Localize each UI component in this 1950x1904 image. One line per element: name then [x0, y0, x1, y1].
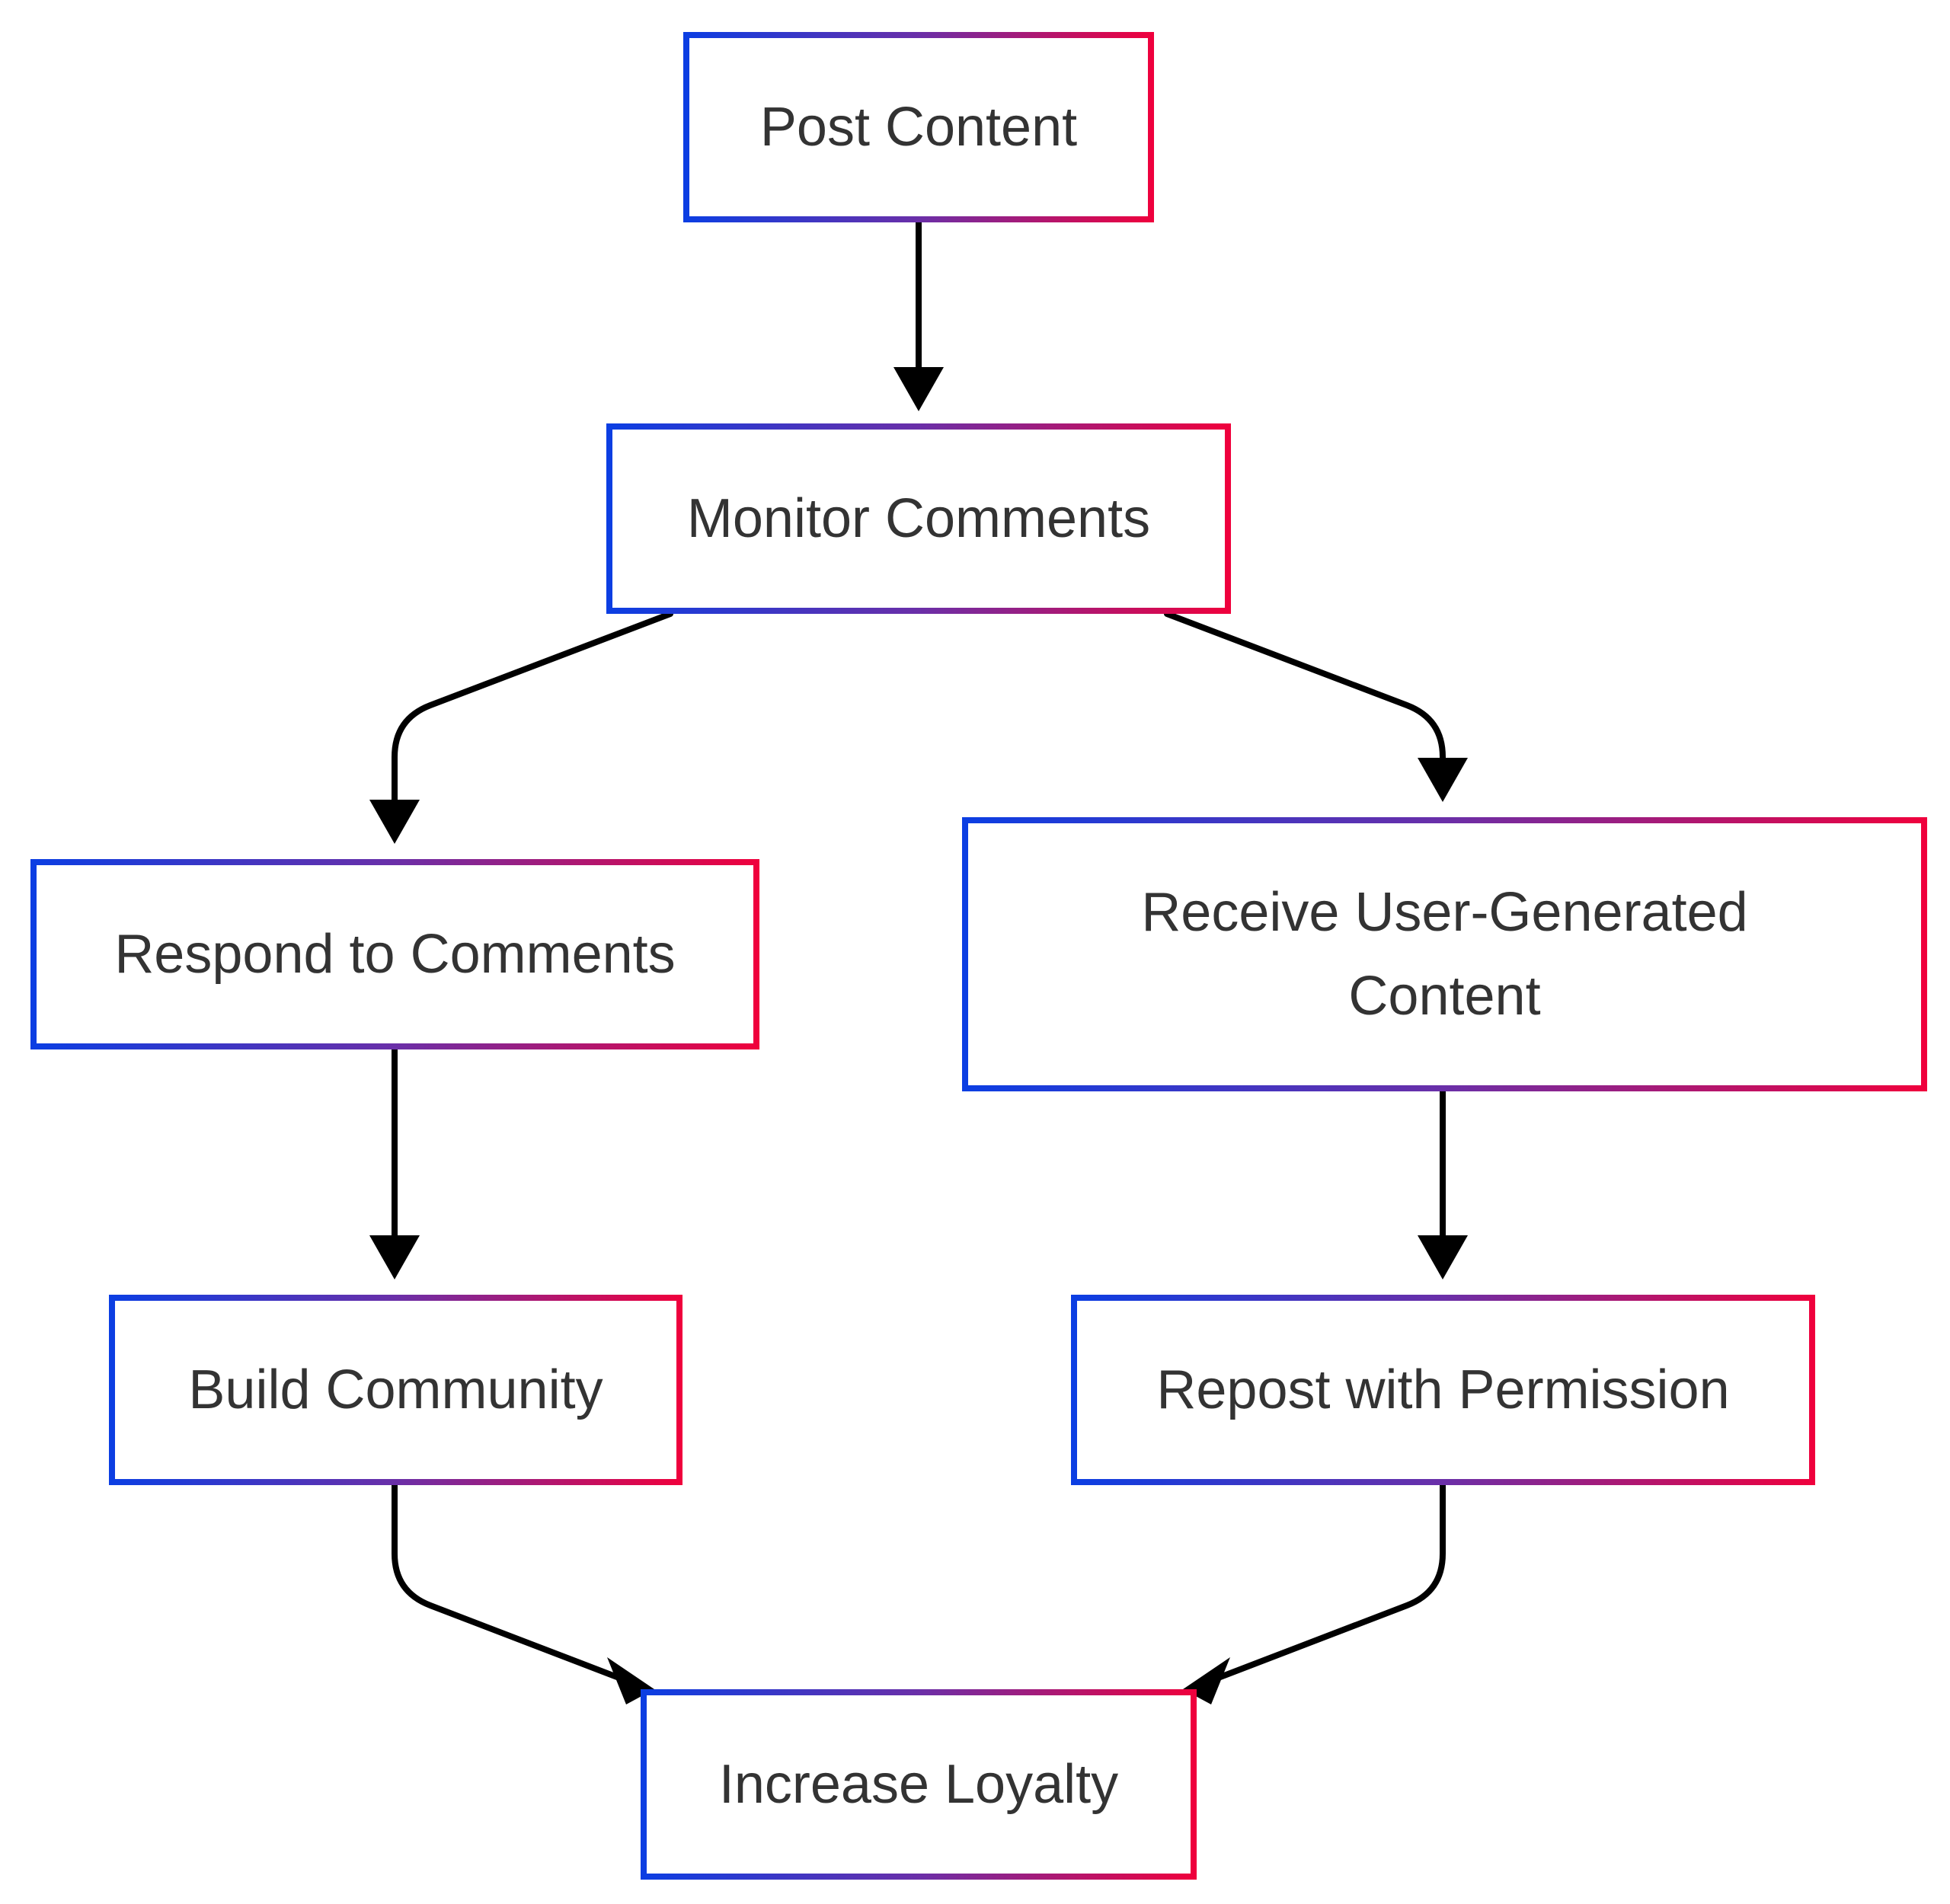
- edge-build-to-loyalty: [392, 1482, 620, 1680]
- arrowhead-receive-to-repost: [1418, 1235, 1468, 1279]
- node-label: Build Community: [188, 1359, 603, 1420]
- node-label: Post Content: [759, 97, 1078, 158]
- edge-monitor-to-receive: [1164, 611, 1446, 761]
- node-label: Repost with Permission: [1156, 1359, 1730, 1420]
- arrowhead-build-to-loyalty: [607, 1657, 654, 1704]
- node-post-content: Post Content: [683, 32, 1154, 222]
- node-repost-with-permission: Repost with Permission: [1071, 1295, 1815, 1485]
- node-monitor-comments: Monitor Comments: [606, 423, 1231, 614]
- arrowhead-monitor-to-respond: [369, 800, 420, 844]
- arrowhead-respond-to-build: [369, 1235, 420, 1279]
- node-increase-loyalty: Increase Loyalty: [641, 1689, 1197, 1880]
- node-label: Respond to Comments: [114, 924, 676, 985]
- node-receive-user-generated-content: Receive User-Generated Content: [962, 817, 1927, 1091]
- arrowhead-post-to-monitor: [893, 367, 944, 411]
- arrowhead-repost-to-loyalty: [1183, 1657, 1230, 1704]
- node-build-community: Build Community: [109, 1295, 682, 1485]
- node-label: Increase Loyalty: [718, 1754, 1119, 1815]
- node-respond-to-comments: Respond to Comments: [30, 859, 759, 1049]
- edge-repost-to-loyalty: [1217, 1482, 1446, 1680]
- arrowhead-monitor-to-receive: [1418, 758, 1468, 802]
- node-label: Monitor Comments: [686, 488, 1151, 549]
- node-label: Receive User-Generated Content: [1141, 882, 1748, 1027]
- edge-monitor-to-respond: [392, 611, 673, 803]
